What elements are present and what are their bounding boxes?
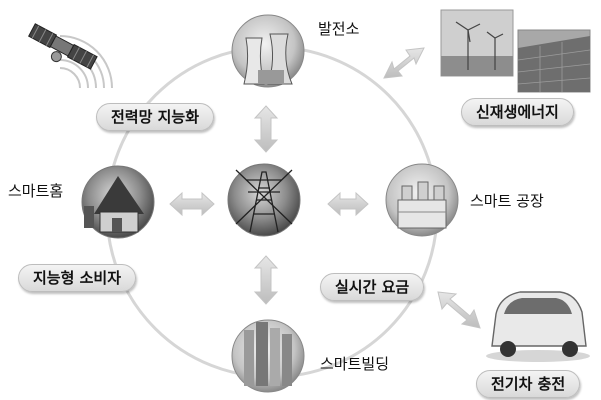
electric-car-image <box>486 291 590 362</box>
arrow-pricing-ev <box>437 291 481 329</box>
smart-home-label: 스마트홈 <box>8 182 64 200</box>
arrow-plant-tower <box>253 105 279 153</box>
smart-factory-node <box>385 163 459 237</box>
smart-home-node <box>81 165 155 239</box>
renewable-energy-image <box>440 9 591 93</box>
arrow-home-tower <box>169 191 215 217</box>
arrow-plant-renewable <box>383 47 425 79</box>
power-plant-label: 발전소 <box>318 20 360 38</box>
arrow-tower-building <box>253 255 279 305</box>
arrow-tower-factory <box>327 191 369 217</box>
transmission-tower-node <box>227 163 301 237</box>
smart-consumer-badge: 지능형 소비자 <box>18 264 137 292</box>
smart-building-label: 스마트빌딩 <box>320 355 390 373</box>
smart-building-node <box>231 319 305 393</box>
power-plant-node <box>231 14 305 88</box>
smart-factory-label: 스마트 공장 <box>470 192 544 210</box>
realtime-pricing-badge: 실시간 요금 <box>320 273 425 301</box>
smart-grid-badge: 전력망 지능화 <box>96 103 215 131</box>
ev-charging-badge: 전기차 충전 <box>476 370 581 398</box>
satellite-icon <box>28 23 98 70</box>
renewable-energy-badge: 신재생에너지 <box>461 98 574 126</box>
